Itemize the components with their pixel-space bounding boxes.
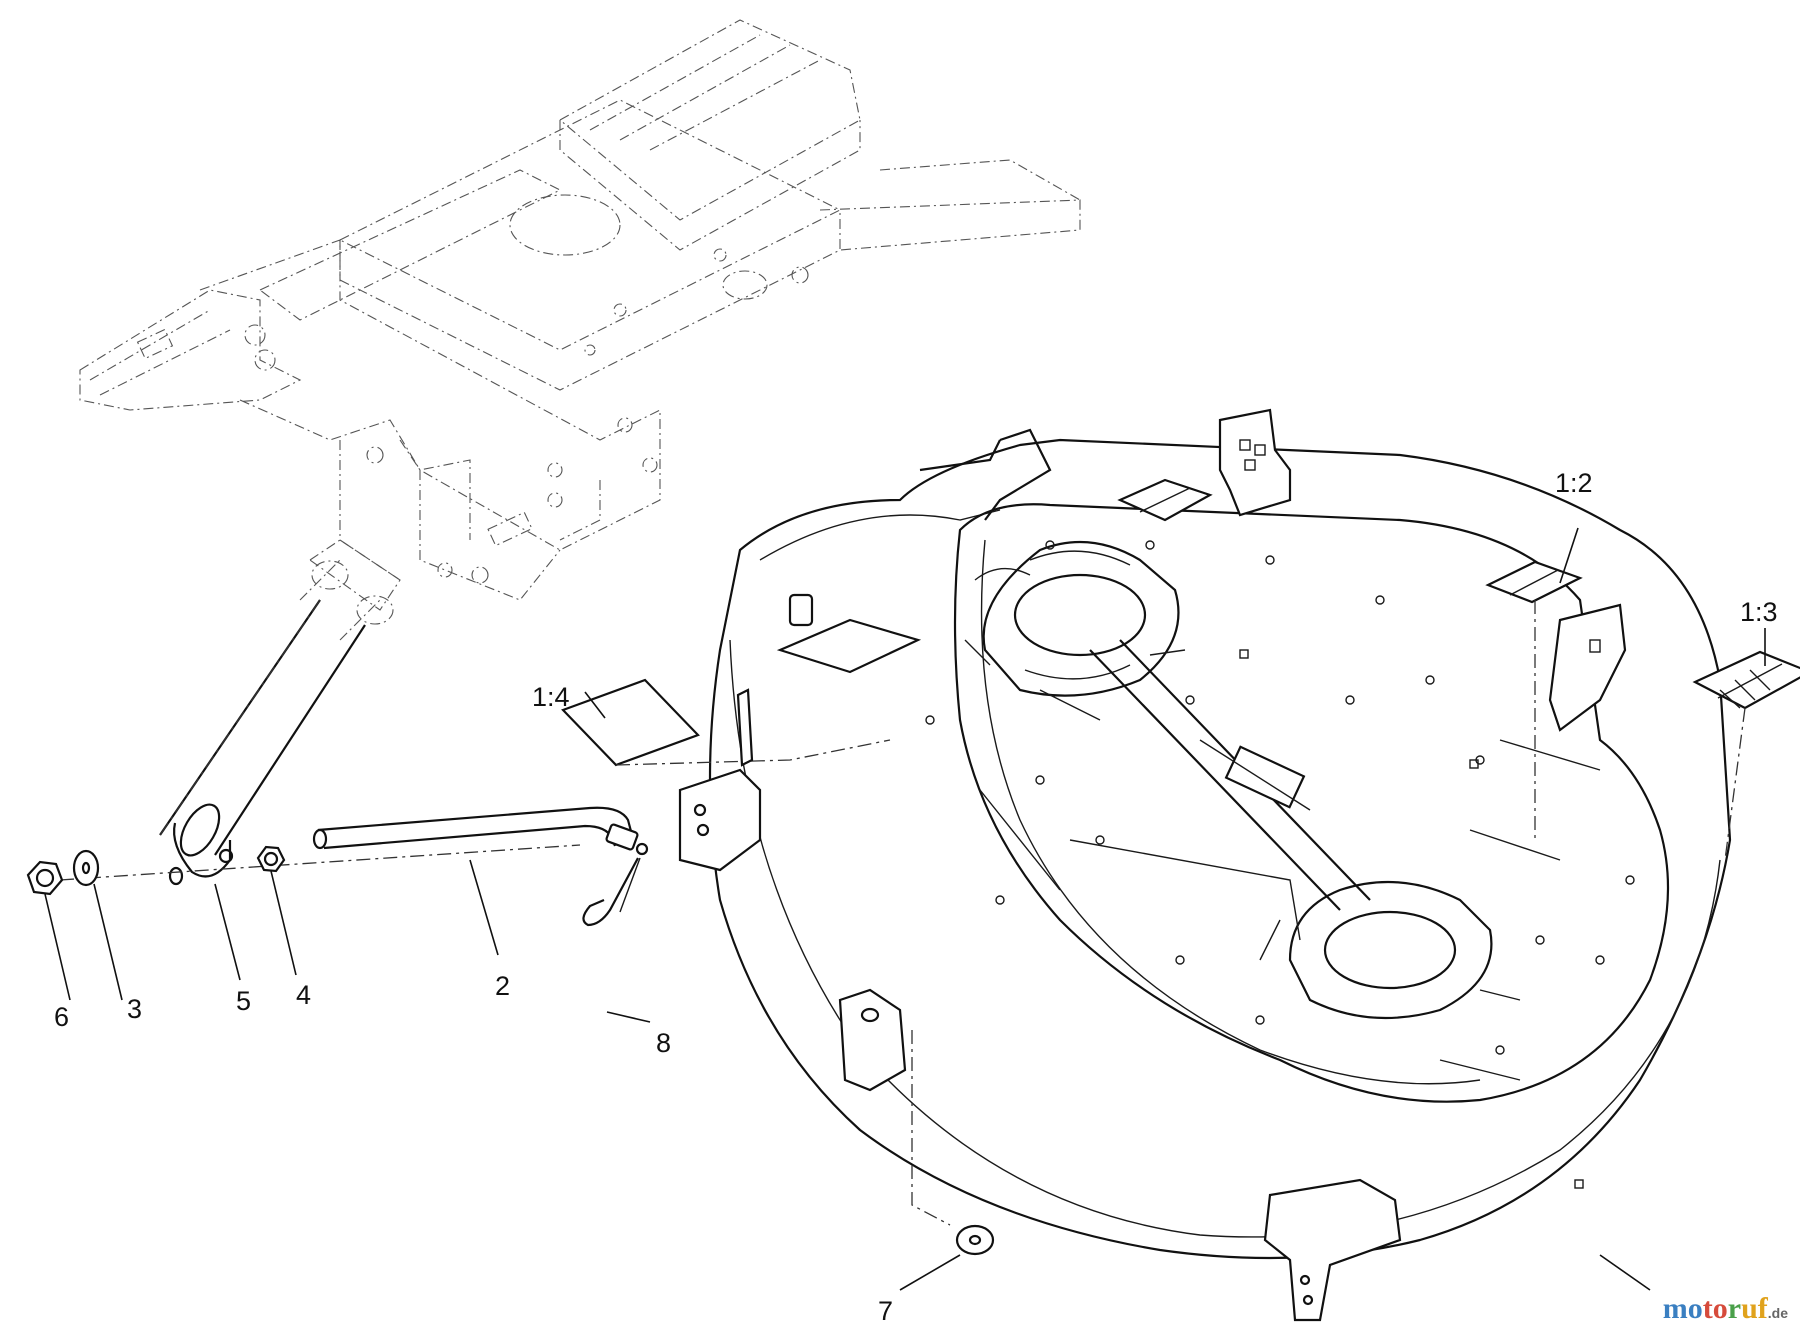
- watermark-part-4: uf: [1741, 1292, 1768, 1325]
- callout-1-2: 1:2: [1555, 468, 1593, 498]
- watermark-part-2: to: [1702, 1292, 1728, 1325]
- leader-lines: [44, 527, 1766, 1291]
- callout-7: 7: [878, 1296, 893, 1326]
- motoruf-watermark: motoruf.de: [1663, 1292, 1788, 1326]
- mower-deck: [678, 408, 1732, 1322]
- callout-5: 5: [236, 986, 251, 1016]
- deck-small-parts: [736, 593, 995, 1256]
- hairpin-clip-part: [582, 857, 641, 927]
- callout-6: 6: [54, 1002, 69, 1032]
- callout-8: 8: [656, 1028, 671, 1058]
- decals: [561, 478, 1800, 861]
- lift-arm-phantom: [299, 539, 401, 641]
- tractor-frame-phantom: [79, 19, 1081, 601]
- callout-4: 4: [296, 980, 311, 1010]
- callout-2: 2: [495, 971, 510, 1001]
- callout-1-3: 1:3: [1740, 597, 1778, 627]
- deck-holes: [925, 540, 1635, 1189]
- callout-labels: 1:2 1:3 1:4 2 3 4 5 6 7 8: [54, 468, 1778, 1326]
- watermark-tld: .de: [1767, 1305, 1788, 1321]
- hardware-stack: [26, 844, 581, 896]
- callout-1-4: 1:4: [532, 682, 570, 712]
- lift-link-part: [159, 599, 366, 886]
- watermark-part-3: r: [1727, 1292, 1742, 1325]
- lift-rod-part: [312, 806, 649, 856]
- callout-3: 3: [127, 994, 142, 1024]
- watermark-part-1: mo: [1662, 1292, 1703, 1325]
